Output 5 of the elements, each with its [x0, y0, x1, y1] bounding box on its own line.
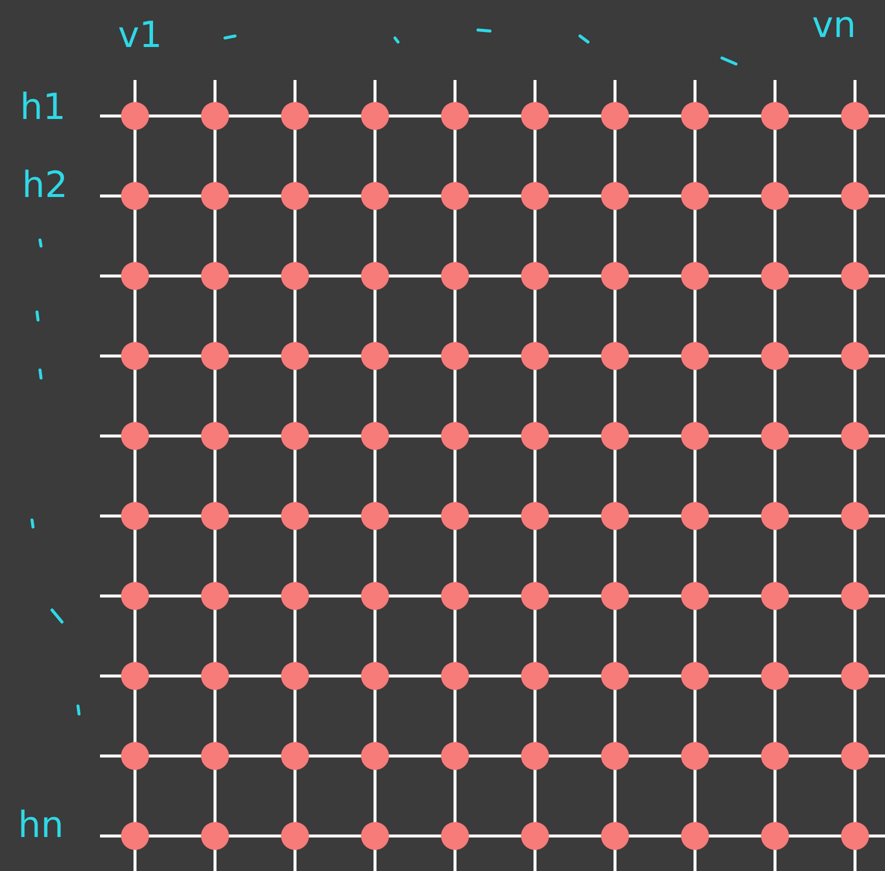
axis-label: hn	[18, 808, 64, 844]
axis-label: vn	[812, 8, 856, 44]
axis-label: v1	[118, 18, 162, 54]
axis-label: h2	[22, 168, 68, 204]
axis-label: h1	[20, 90, 66, 126]
